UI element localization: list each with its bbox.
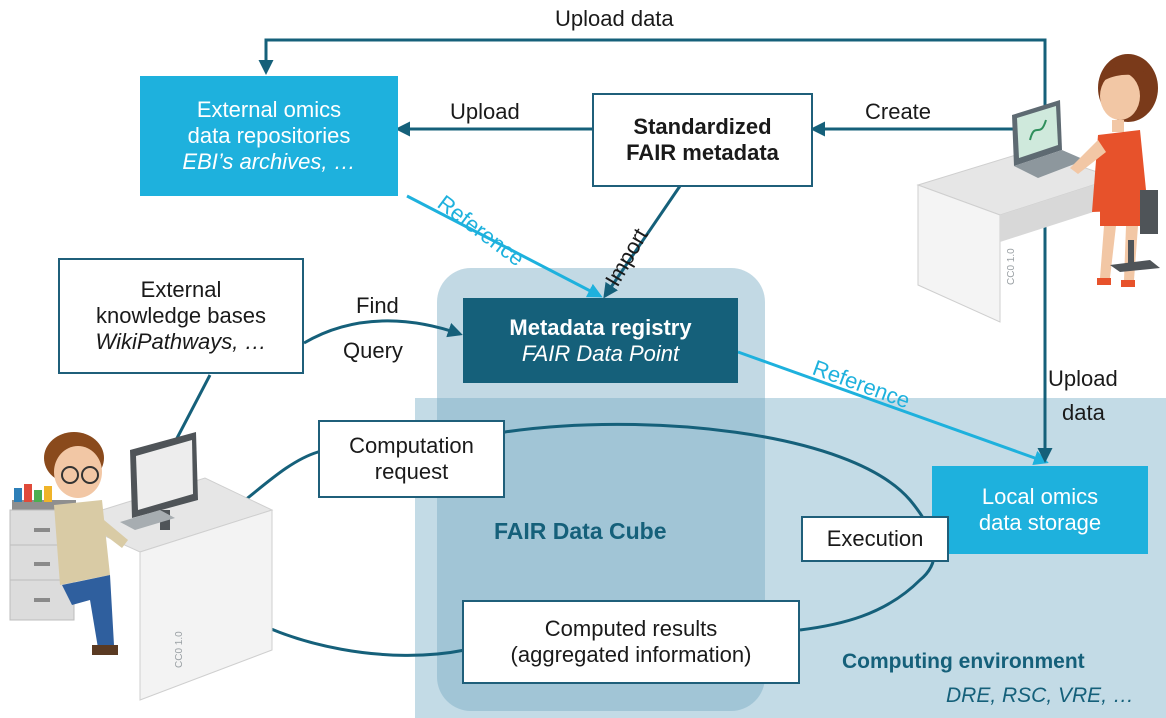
- import-arrow: [603, 185, 682, 299]
- knowledge-bases-line2: knowledge bases: [95, 303, 266, 329]
- fair-metadata-box: Standardized FAIR metadata: [592, 93, 813, 187]
- computing-environment-title: Computing environment: [842, 650, 1085, 673]
- query-label: Query: [343, 338, 403, 363]
- create-label: Create: [865, 99, 932, 124]
- local-storage-box: Local omics data storage: [932, 466, 1148, 554]
- upload-label: Upload: [450, 99, 520, 124]
- knowledge-bases-line1: External: [140, 277, 222, 303]
- fair-metadata-line1: Standardized: [633, 114, 772, 140]
- external-repositories-box: External omics data repositories EBI’s a…: [140, 76, 398, 196]
- reference-right-arrow: [737, 350, 1049, 466]
- find-query-arrow: [303, 319, 463, 345]
- fair-metadata-line2: FAIR metadata: [626, 140, 779, 165]
- computation-request-line2: request: [374, 459, 449, 484]
- computation-request-line1: Computation: [349, 433, 474, 459]
- metadata-registry-box: Metadata registry FAIR Data Point: [463, 298, 738, 383]
- metadata-registry-line1: Metadata registry: [509, 314, 692, 340]
- find-label: Find: [356, 293, 399, 318]
- computing-environment-subtitle: DRE, RSC, VRE, …: [946, 684, 1134, 707]
- upload-data-right-label-1: Upload: [1048, 366, 1118, 391]
- computed-results-box: Computed results (aggregated information…: [462, 600, 800, 684]
- reference-top-arrow: [406, 194, 603, 298]
- computed-results-line1: Computed results: [544, 616, 718, 642]
- external-repositories-line3: EBI’s archives, …: [182, 148, 356, 174]
- computation-request-box: Computation request: [318, 420, 505, 498]
- metadata-registry-line2: FAIR Data Point: [521, 340, 680, 366]
- local-storage-line2: data storage: [978, 510, 1102, 535]
- scientist-link-line: [173, 374, 212, 443]
- knowledge-bases-line3: WikiPathways, …: [95, 328, 267, 354]
- execution-box: Execution: [801, 516, 949, 562]
- knowledge-bases-box: External knowledge bases WikiPathways, …: [58, 258, 304, 374]
- external-repositories-line2: data repositories: [187, 123, 351, 149]
- external-repositories-line1: External omics: [196, 97, 342, 123]
- upload-data-top-label: Upload data: [555, 6, 674, 31]
- license-mark-left: CC0 1.0: [174, 631, 185, 668]
- local-storage-line1: Local omics: [981, 484, 1099, 510]
- data-cube-label: FAIR Data Cube: [494, 518, 667, 544]
- upload-data-top-arrow: [258, 38, 1047, 150]
- upload-data-right-label-2: data: [1062, 400, 1105, 425]
- execution-label: Execution: [826, 526, 924, 552]
- computed-results-line2: (aggregated information): [510, 642, 752, 667]
- computation-loop-path: [224, 422, 936, 632]
